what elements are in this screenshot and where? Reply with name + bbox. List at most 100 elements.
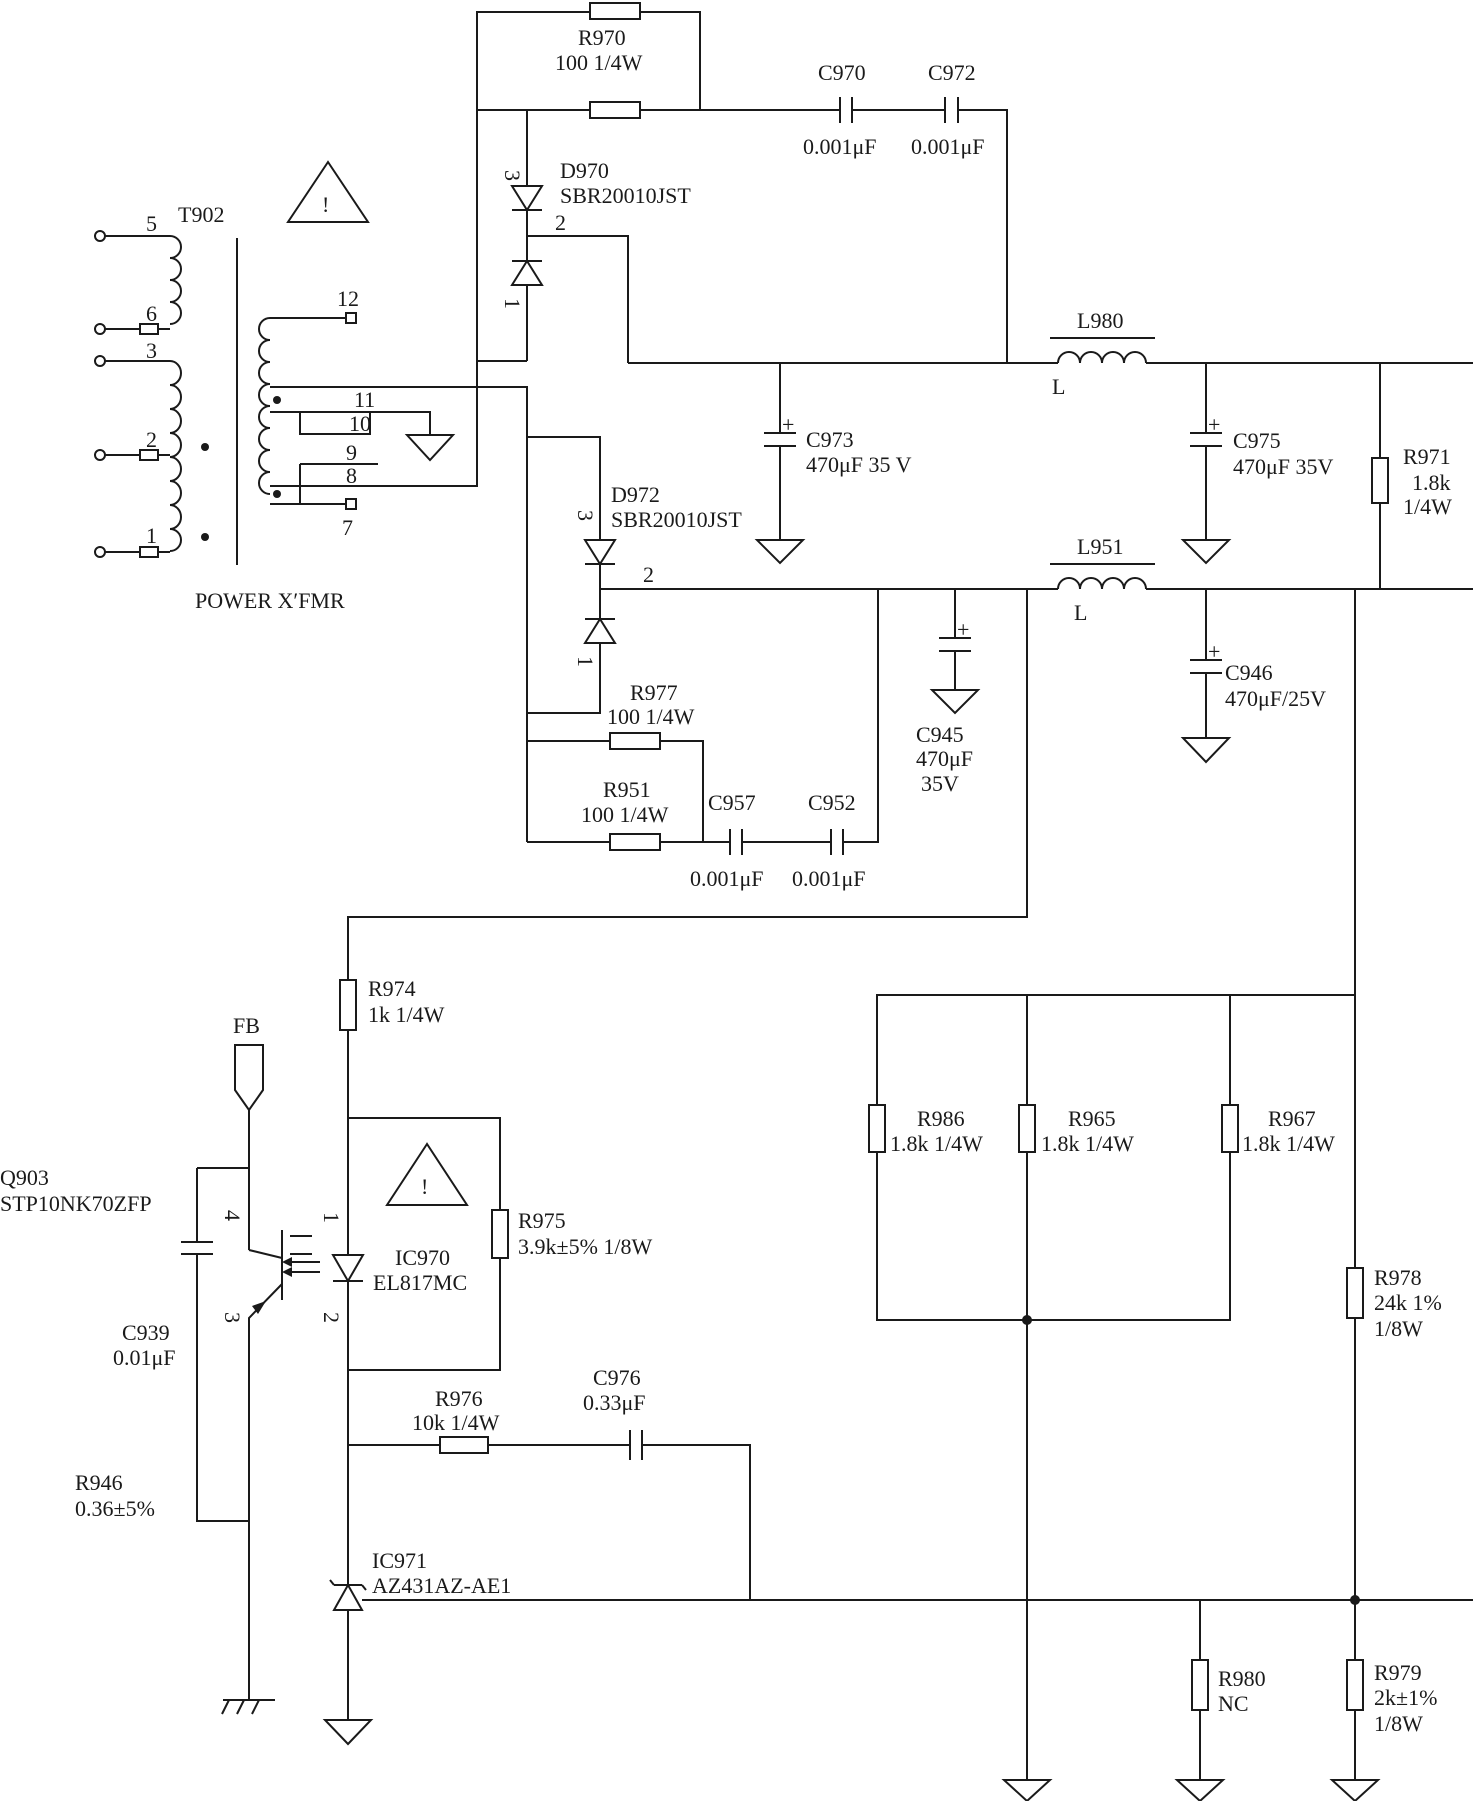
transistor-part: STP10NK70ZFP <box>0 1191 152 1216</box>
capacitor-ref: C975 <box>1233 428 1281 453</box>
resistor-ref: R974 <box>368 976 416 1001</box>
resistor-value: NC <box>1218 1691 1249 1716</box>
resistor-r951: R951 100 1/4W <box>581 777 669 851</box>
warning-mark: ! <box>421 1174 428 1199</box>
resistor-ref: R986 <box>917 1106 965 1131</box>
ground-icon <box>929 689 981 715</box>
capacitor-ref: C972 <box>928 60 976 85</box>
inductor-mark: L <box>1052 374 1065 399</box>
resistor-value: 1.8k 1/4W <box>1242 1131 1335 1156</box>
opto-part: EL817MC <box>373 1270 467 1295</box>
resistor-ref: R977 <box>630 680 678 705</box>
resistor-r965: R965 1.8k 1/4W <box>1018 1104 1134 1156</box>
resistor-ref: R975 <box>518 1208 566 1233</box>
fb-connector: FB <box>233 1013 264 1112</box>
diode-pin: 1 <box>573 656 598 667</box>
capacitor-c957: C957 0.001μF <box>690 790 764 891</box>
pin-label: 10 <box>349 411 371 436</box>
capacitor-value: 0.001μF <box>792 866 866 891</box>
capacitor-c945: + C945 470μF 35V <box>916 617 973 796</box>
resistor-value: 3.9k±5% 1/8W <box>518 1234 653 1259</box>
optocoupler-ic970: IC970 EL817MC 1 2 <box>282 1212 467 1323</box>
capacitor-c970: C970 0.001μF <box>803 60 877 159</box>
resistor-r980: R980 NC <box>1191 1659 1266 1716</box>
pin-label: 9 <box>346 440 357 465</box>
resistor-value: 24k 1% <box>1374 1290 1442 1315</box>
diode-part: SBR20010JST <box>611 507 742 532</box>
resistor-r967: R967 1.8k 1/4W <box>1221 1104 1335 1156</box>
resistor-r976: R976 10k 1/4W <box>412 1386 500 1454</box>
resistor-value: 1.8k 1/4W <box>1041 1131 1134 1156</box>
capacitor-ref: C952 <box>808 790 856 815</box>
fb-label: FB <box>233 1013 260 1038</box>
capacitor-ref: C945 <box>916 722 964 747</box>
capacitor-value: 0.01μF <box>113 1345 176 1370</box>
resistor-r970: R970 100 1/4W <box>555 2 643 119</box>
resistor-value: 1/8W <box>1374 1316 1423 1341</box>
pin-label: 8 <box>346 463 357 488</box>
pin-label: 11 <box>354 387 375 412</box>
diode-ref: D972 <box>611 482 660 507</box>
capacitor-value: 470μF 35 V <box>806 452 912 477</box>
diode-d970: D970 SBR20010JST 3 2 1 <box>500 158 691 309</box>
resistor-ref: R978 <box>1374 1265 1422 1290</box>
ground-icon <box>322 1719 374 1746</box>
capacitor-ref: C957 <box>708 790 756 815</box>
resistor-value: 1/8W <box>1374 1711 1423 1736</box>
wires <box>100 11 1473 1780</box>
transistor-pin: 3 <box>220 1312 245 1323</box>
resistor-value: 1k 1/4W <box>368 1002 445 1027</box>
capacitor-c976: C976 0.33μF <box>583 1365 646 1460</box>
capacitor-c972: C972 0.001μF <box>911 60 985 159</box>
diode-pin: 3 <box>573 510 598 521</box>
capacitor-ref: C939 <box>122 1320 170 1345</box>
opto-pin: 1 <box>319 1212 344 1223</box>
resistor-r975: R975 3.9k±5% 1/8W <box>491 1208 653 1259</box>
pin-label: 6 <box>146 301 157 326</box>
resistor-ref: R967 <box>1268 1106 1316 1131</box>
resistor-value: 10k 1/4W <box>412 1410 500 1435</box>
ground-icon <box>1329 1779 1381 1801</box>
junction-dots <box>1022 1315 1360 1605</box>
pin-label: 5 <box>146 211 157 236</box>
capacitor-c973: + C973 470μF 35 V <box>764 412 912 477</box>
resistor-r971: R971 1.8k 1/4W <box>1371 444 1452 519</box>
capacitor-value: 470μF 35V <box>1233 454 1334 479</box>
pin-label: 3 <box>146 338 157 363</box>
resistor-r974: R974 1k 1/4W <box>339 976 445 1031</box>
ground-icon <box>1001 1779 1053 1801</box>
warning-icon: ! <box>385 1142 469 1206</box>
resistor-value: 1.8k 1/4W <box>890 1131 983 1156</box>
ground-icon <box>404 434 456 462</box>
regulator-part: AZ431AZ-AE1 <box>372 1573 511 1598</box>
resistor-value: 100 1/4W <box>581 802 669 827</box>
diode-pin: 2 <box>555 210 566 235</box>
transistor-pin: 4 <box>220 1210 245 1221</box>
diode-part: SBR20010JST <box>560 183 691 208</box>
inductor-l951: L951 L <box>1050 534 1155 625</box>
resistor-value: 100 1/4W <box>607 704 695 729</box>
resistor-r979: R979 2k±1% 1/8W <box>1346 1659 1437 1736</box>
capacitor-value: 0.001μF <box>690 866 764 891</box>
transformer-title: POWER X′FMR <box>195 588 345 613</box>
capacitor-value: 0.001μF <box>911 134 985 159</box>
ground-icon <box>754 539 806 565</box>
diode-pin: 1 <box>500 298 525 309</box>
opto-pin: 2 <box>319 1312 344 1323</box>
inductor-ref: L951 <box>1077 534 1123 559</box>
capacitor-value: 470μF <box>916 746 973 771</box>
resistor-value: 1/4W <box>1403 494 1452 519</box>
pin-label: 12 <box>337 286 359 311</box>
resistor-value: 0.36±5% <box>75 1496 155 1521</box>
opto-ref: IC970 <box>395 1245 450 1270</box>
pin-label: 7 <box>342 515 353 540</box>
diode-d972: D972 SBR20010JST 3 2 1 <box>573 482 742 667</box>
capacitor-c946: + C946 470μF/25V <box>1190 639 1326 711</box>
capacitor-plus: + <box>957 617 969 642</box>
resistor-ref: R976 <box>435 1386 483 1411</box>
resistor-ref: R979 <box>1374 1660 1422 1685</box>
ground-icon <box>1174 1779 1226 1801</box>
capacitor-plus: + <box>1208 639 1220 664</box>
resistor-ref: R980 <box>1218 1666 1266 1691</box>
